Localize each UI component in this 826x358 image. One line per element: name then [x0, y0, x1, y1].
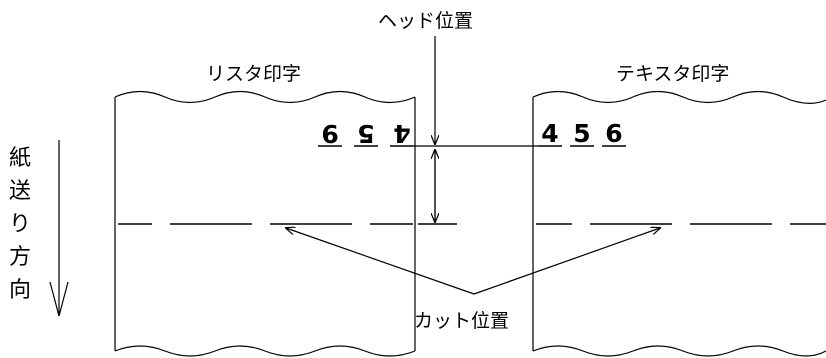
reverse-digit: 5: [357, 119, 374, 148]
feed-direction-arrow: [49, 140, 69, 317]
normal-printed-digits: 4 5 6: [541, 119, 622, 148]
reverse-digit: 9: [321, 119, 338, 148]
normal-digit: 5: [573, 119, 590, 148]
right-paper-sheet: [532, 90, 826, 357]
text-print-label: テキスタ印字: [616, 63, 729, 85]
reverse-print-label: リスタ印字: [206, 63, 301, 85]
feed-direction-label: 紙 送 り 方 向: [9, 146, 31, 303]
head-position-label: ヘッド位置: [378, 10, 473, 32]
feed-direction-char: り: [9, 212, 31, 237]
reverse-printed-digits: 9 5 4: [321, 119, 410, 148]
normal-digit: 6: [605, 119, 622, 148]
cut-position-arrows: [286, 228, 660, 295]
normal-digit: 4: [541, 119, 558, 148]
left-paper-sheet: [114, 90, 416, 357]
feed-direction-char: 向: [9, 278, 31, 303]
feed-direction-char: 送: [9, 179, 31, 204]
feed-direction-char: 方: [9, 245, 31, 270]
feed-direction-char: 紙: [9, 146, 31, 171]
cut-position-label: カット位置: [414, 310, 509, 332]
reverse-digit: 4: [393, 119, 410, 148]
